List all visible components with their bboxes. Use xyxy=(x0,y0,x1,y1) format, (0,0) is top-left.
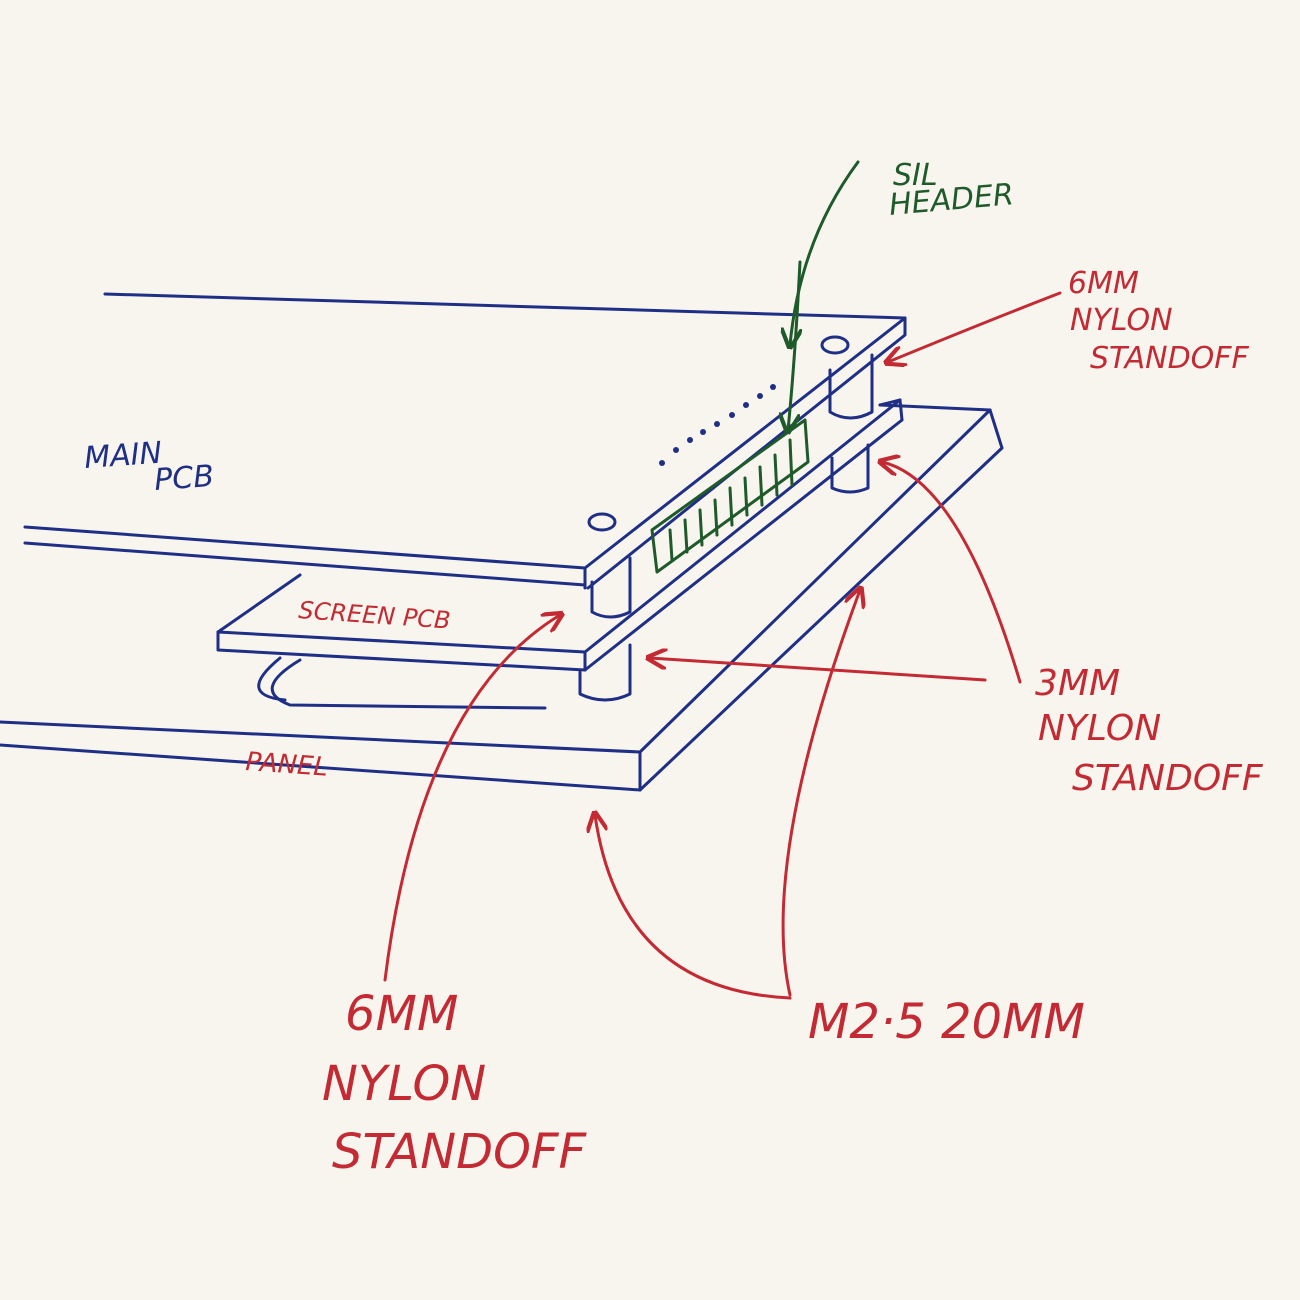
3mm-standoff-label-line1: 3MM xyxy=(1035,663,1120,704)
bottom-3mm-standoffs xyxy=(578,443,870,702)
main-pcb-label-line1: MAIN xyxy=(83,436,163,476)
arrow-sil-header-pins xyxy=(788,260,802,430)
screen-pcb-label: SCREEN PCB xyxy=(298,596,452,635)
screw-label: M2·5 20MM xyxy=(808,994,1085,1050)
panel-label: PANEL xyxy=(245,747,329,783)
sil-header-pins xyxy=(659,384,776,466)
arrow-screw-left xyxy=(595,815,792,1000)
arrow-3mm-standoff-upper xyxy=(882,462,1022,684)
6mm-standoff-bottom-label-line1: 6MM xyxy=(345,986,458,1042)
main-pcb-board xyxy=(23,292,907,590)
arrow-3mm-standoff-lower xyxy=(650,658,987,682)
arrow-screw-right xyxy=(781,590,860,997)
ribbon-cable xyxy=(257,656,547,710)
6mm-standoff-bottom-label-line2: NYLON xyxy=(322,1056,486,1112)
3mm-standoff-label-line3: STANDOFF xyxy=(1072,758,1264,799)
3mm-standoff-label-line2: NYLON xyxy=(1038,708,1161,749)
6mm-standoff-top-label-line3: STANDOFF xyxy=(1090,341,1250,376)
arrow-sil-header xyxy=(790,160,860,345)
arrow-6mm-standoff-bottom xyxy=(383,615,560,982)
6mm-standoff-bottom-label-line3: STANDOFF xyxy=(332,1124,587,1180)
main-pcb-label-line2: PCB xyxy=(153,459,215,498)
sil-header-label-line1: SIL xyxy=(893,158,938,193)
6mm-standoff-top-label-line1: 6MM xyxy=(1068,266,1139,301)
top-6mm-standoffs xyxy=(590,353,874,619)
sil-header-part xyxy=(650,418,810,574)
arrow-6mm-standoff-top xyxy=(888,291,1062,362)
6mm-standoff-top-label-line2: NYLON xyxy=(1070,303,1173,338)
screen-pcb-board xyxy=(216,398,904,672)
